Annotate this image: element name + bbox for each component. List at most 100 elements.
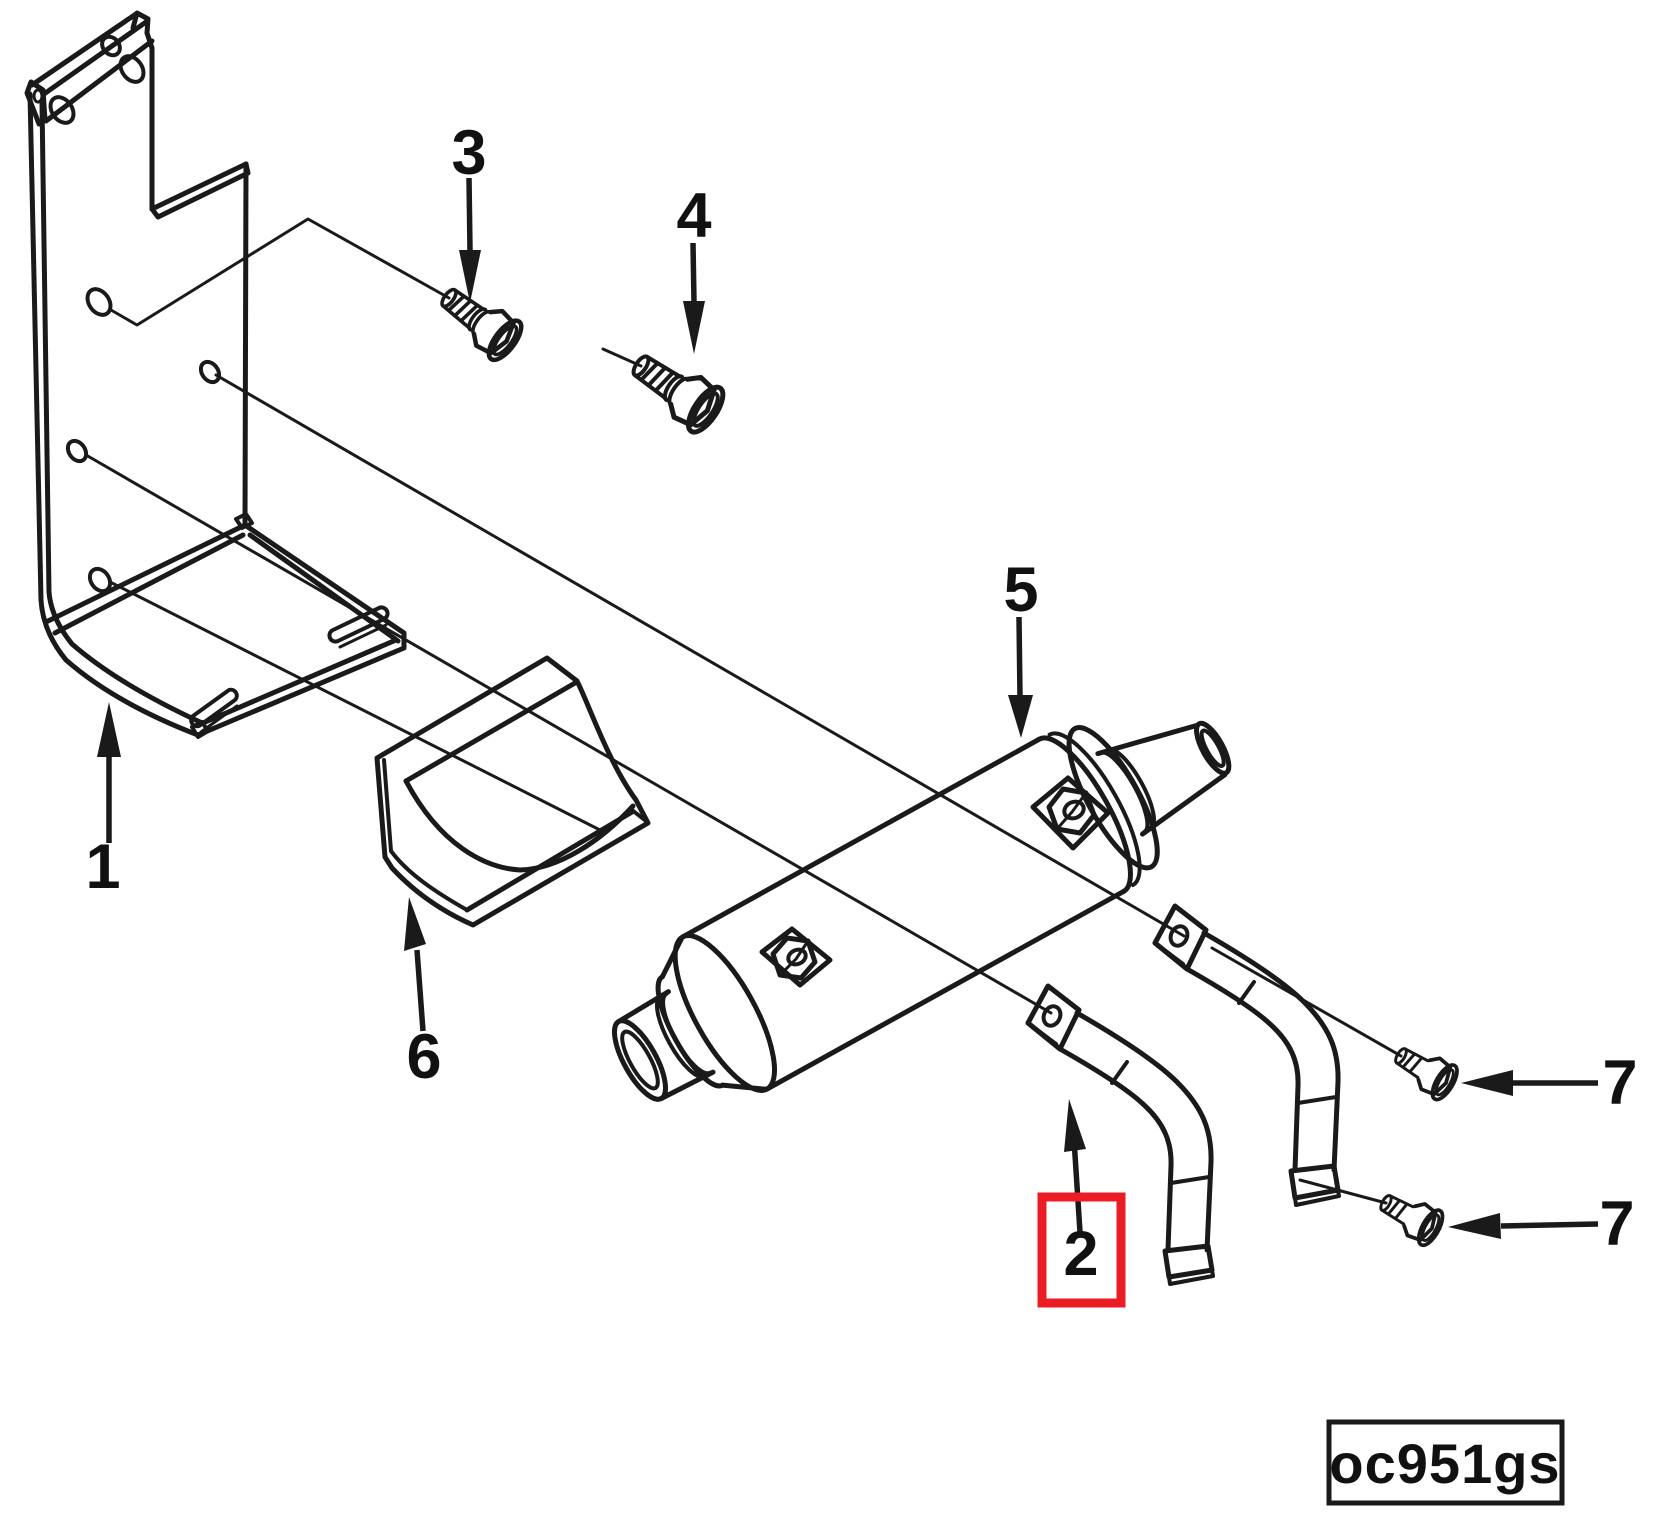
arrow-4-head (683, 301, 705, 354)
nut-plate-right (1030, 775, 1111, 851)
flange-top-hole (100, 34, 122, 58)
callout-arrows (97, 177, 1599, 1239)
arrow-1-head (97, 702, 121, 757)
strap-clamp-left-drawing (1025, 983, 1215, 1286)
muffler-body (680, 736, 1127, 1092)
bolt7u-flange (1430, 1063, 1459, 1102)
leader-hole1-to-bolt3 (109, 217, 451, 327)
muffler-outlet-tip-inner (1199, 728, 1226, 769)
bolt4-threads (632, 354, 682, 401)
wedge-top-band-inner (403, 680, 578, 784)
saddle-wedge-drawing (374, 655, 651, 928)
right-strap-tab-thickness (1157, 944, 1185, 966)
callout-1-label: 1 (85, 832, 120, 902)
bolt7l-flange-inner (1420, 1213, 1441, 1242)
bracket-face-top-edge (43, 38, 155, 124)
highlight-box-callout-2 (1037, 1192, 1126, 1308)
bracket-notch-edge (149, 161, 249, 212)
wedge-bottom-band-inner (464, 809, 635, 913)
bolt4-collar (662, 374, 690, 407)
flange-slot-left (189, 687, 239, 729)
strap-clamp-right-drawing (1152, 903, 1341, 1207)
callout-5-label: 5 (1003, 555, 1038, 625)
right-strap-band-outer (1201, 930, 1341, 1173)
leader-strap-to-bolt7-lower (1298, 1178, 1388, 1205)
arrow-7-upper-head (1461, 1070, 1513, 1096)
arrow-3-shaft (466, 177, 473, 251)
bracket-face-right-edge (242, 161, 249, 528)
left-strap-foot-thickness (1167, 1268, 1215, 1286)
bolt7l-threads (1380, 1194, 1415, 1226)
muffler-outlet-tip (1194, 720, 1232, 776)
figure-code-box: oc951gs (1326, 1419, 1565, 1506)
bolt7u-flange-inner (1434, 1068, 1455, 1097)
leader-hole4-to-saddle (108, 580, 602, 832)
face-upper-hole-right (118, 54, 146, 84)
wedge-left-face-inner (382, 758, 393, 853)
wedge-bottom-left-inner (389, 849, 469, 912)
right-strap-tab (1152, 903, 1209, 972)
right-strap-joints (1237, 980, 1338, 1105)
callout-2-label: 2 (1063, 1219, 1098, 1289)
bracket-flange-tip (130, 10, 151, 36)
bolt-3-drawing (440, 287, 524, 363)
left-strap-tab-thickness (1030, 1024, 1058, 1046)
left-strap-joints (1110, 1060, 1211, 1185)
flange-corner-hole-right (234, 512, 254, 530)
bolt7u-threads (1395, 1047, 1430, 1079)
wedge-outline (374, 655, 651, 928)
arrow-4-shaft (690, 242, 697, 303)
nut-hole-left (786, 947, 808, 967)
bracket-flange-cap-hole (32, 88, 44, 104)
muffler-outlet-base-rim (1098, 747, 1156, 834)
nut-facet-left (778, 939, 810, 977)
leader-hole2-to-right-strap (214, 373, 1186, 938)
figure-code-border (1326, 1419, 1565, 1506)
arrow-6-head (404, 897, 426, 951)
muffler-drawing (611, 720, 1232, 1102)
bolt-4-drawing (631, 354, 726, 435)
left-strap-band-outer (1074, 1010, 1214, 1253)
bolt3-flange (486, 318, 524, 363)
face-hole-4 (87, 566, 113, 594)
bracket-left-inner-edge (39, 100, 203, 725)
muffler-hub-arc (655, 974, 726, 1089)
bolt4-flange-inner (691, 391, 720, 428)
face-hole-1 (85, 287, 113, 317)
muffler-inlet-tip-inner (620, 1029, 660, 1091)
right-strap-foot-thickness (1293, 1188, 1341, 1207)
wedge-right-tip (630, 808, 648, 823)
left-strap-tab (1025, 983, 1082, 1052)
nut-hole-right (1062, 799, 1086, 821)
leader-lines (84, 217, 1403, 1205)
bolt3-hex (471, 308, 516, 356)
bolt7l-flange (1416, 1208, 1445, 1248)
muffler-right-rim-2 (1047, 731, 1142, 888)
bolt3-collar (467, 307, 492, 336)
bracket-flange-bend-edge (41, 19, 149, 97)
muffler-outlet-pipe (1095, 723, 1228, 837)
bolt4-flange (686, 384, 726, 435)
arrow-3-head (459, 250, 481, 303)
bolt7l-hex (1402, 1202, 1438, 1242)
nut-hex-left (770, 935, 818, 981)
leader-hole3-to-left-strap (84, 453, 1053, 1015)
arrow-2-head (1064, 1099, 1086, 1152)
muffler-right-rim-1 (1037, 735, 1133, 894)
muffler-inlet-tip (611, 1018, 669, 1102)
flange-slot-left-thickness (199, 704, 239, 734)
callout-7-lower-label: 7 (1599, 1189, 1634, 1259)
arrow-5-shaft (1016, 616, 1023, 698)
muffler-nut-fitting-right (1030, 775, 1111, 851)
callout-6-label: 6 (406, 1022, 441, 1092)
figure-code-text: oc951gs (1329, 1432, 1560, 1495)
face-hole-2 (198, 359, 222, 385)
arrow-6-shaft (414, 949, 426, 1032)
bolt-7-lower-drawing (1379, 1194, 1445, 1248)
flange-corner-hole-left (190, 720, 210, 739)
face-hole-3 (65, 438, 89, 464)
bolt4-hex (668, 374, 717, 428)
callout-7-upper-label: 7 (1602, 1048, 1637, 1118)
